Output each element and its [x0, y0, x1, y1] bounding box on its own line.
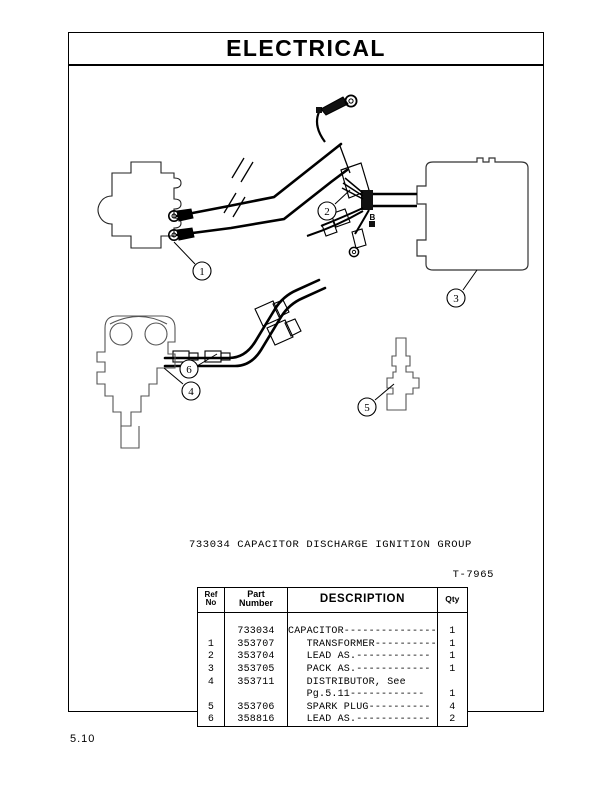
callout-3-pack-assembly[interactable]: 3 [446, 288, 466, 308]
table-cell-description: LEAD AS.------------ [287, 650, 438, 664]
table-row[interactable]: Pg.5.11------------1 [197, 688, 468, 702]
column-header-description: DESCRIPTION [287, 587, 438, 613]
callout-2-label: 2 [324, 206, 330, 218]
table-cell-qty [436, 675, 468, 689]
callout-6-label: 6 [186, 364, 192, 376]
column-header-qty: Qty [436, 587, 468, 613]
parts-table-container: Ref No Part Number DESCRIPTION Qty 73303… [197, 587, 468, 728]
part-number-line1: Part [247, 589, 265, 599]
table-header-row: Ref No Part Number DESCRIPTION Qty [197, 587, 468, 613]
drawing-number: T-7965 [452, 569, 494, 581]
table-cell-qty: 1 [436, 688, 468, 702]
table-cell-qty: 2 [436, 713, 468, 727]
callout-2-lead-assembly[interactable]: 2 [317, 201, 337, 221]
callout-3-label: 3 [453, 293, 459, 305]
distributor-shape [96, 315, 176, 449]
ref-no-line2: No [205, 598, 217, 608]
page-frame: ELECTRICAL [68, 32, 545, 728]
parts-table-head: Ref No Part Number DESCRIPTION Qty [197, 587, 468, 613]
ring-terminal-lower [168, 227, 195, 242]
figure-caption-block: 733034 CAPACITOR DISCHARGE IGNITION GROU… [189, 539, 529, 581]
table-spacer-row [197, 612, 468, 626]
column-header-ref-no: Ref No [197, 587, 225, 613]
table-cell-description: SPARK PLUG---------- [287, 701, 438, 714]
table-cell-qty: 1 [436, 650, 468, 664]
table-cell-description: TRANSFORMER---------- [287, 638, 438, 651]
table-cell-part-number: 353707 [224, 638, 288, 651]
lead-boot-connector [254, 299, 290, 327]
table-cell-ref-no: 1 [197, 638, 225, 651]
page-header-band: ELECTRICAL [69, 33, 543, 66]
part-number-line2: Number [238, 598, 273, 609]
table-cell-part-number: 353705 [224, 663, 288, 676]
table-cell-ref-no: 2 [197, 650, 225, 664]
table-cell-ref-no [197, 688, 225, 702]
transformer-leads [168, 142, 349, 242]
table-cell-qty: 1 [436, 663, 468, 676]
diagram-svg: B [96, 94, 529, 449]
parts-table: Ref No Part Number DESCRIPTION Qty 73303… [197, 587, 468, 728]
callout-6-lead-assembly[interactable]: 6 [179, 359, 199, 379]
callout-5-label: 5 [364, 402, 370, 414]
spark-plug-shape [386, 337, 420, 411]
exploded-parts-diagram: B [69, 66, 545, 728]
callout-leader-lines [163, 189, 478, 401]
page-number: 5.10 [70, 733, 96, 745]
table-cell-ref-no: 4 [197, 675, 225, 689]
harness-label-b: B [370, 213, 376, 222]
ring-terminal-upper [168, 208, 194, 223]
table-cell-qty: 1 [436, 638, 468, 651]
lead-boot-connector [266, 318, 302, 346]
figure-caption: 733034 CAPACITOR DISCHARGE IGNITION GROU… [189, 539, 472, 551]
callout-1-transformer[interactable]: 1 [192, 261, 212, 281]
table-cell-qty: 1 [436, 625, 468, 639]
lead-boot-connector [204, 350, 231, 363]
table-cell-description: DISTRIBUTOR, See [287, 675, 438, 689]
table-cell-part-number: 353711 [224, 675, 288, 689]
callout-5-spark-plug[interactable]: 5 [357, 397, 377, 417]
table-cell-ref-no: 6 [197, 713, 225, 727]
table-cell-part-number: 733034 [224, 625, 288, 639]
callout-4-distributor[interactable]: 4 [181, 381, 201, 401]
table-cell-qty: 4 [436, 701, 468, 714]
table-cell-description: Pg.5.11------------ [287, 688, 438, 702]
table-cell-part-number: 353706 [224, 701, 288, 714]
callout-4-label: 4 [188, 386, 194, 398]
table-cell-description: CAPACITOR--------------- [287, 625, 438, 639]
callout-1-label: 1 [199, 266, 205, 278]
table-cell-description: LEAD AS.------------ [287, 713, 438, 727]
wire-break-marks [223, 157, 254, 218]
page-title: ELECTRICAL [226, 35, 386, 61]
lead-boot-connector [172, 350, 199, 363]
pack-assembly-shape [416, 157, 529, 271]
ref-no-line1: Ref [204, 590, 218, 600]
spark-plug-lead-assembly [163, 278, 327, 368]
column-header-part-number: Part Number [224, 587, 288, 613]
table-cell-part-number [224, 688, 288, 702]
table-cell-ref-no: 5 [197, 701, 225, 714]
table-cell-ref-no: 3 [197, 663, 225, 676]
capacitor-lead [315, 94, 358, 143]
table-cell-part-number: 358816 [224, 713, 288, 727]
table-cell-part-number: 353704 [224, 650, 288, 664]
wire-harness-junction: B [306, 177, 417, 258]
table-cell-description: PACK AS.------------ [287, 663, 438, 676]
table-cell-ref-no [197, 625, 225, 639]
